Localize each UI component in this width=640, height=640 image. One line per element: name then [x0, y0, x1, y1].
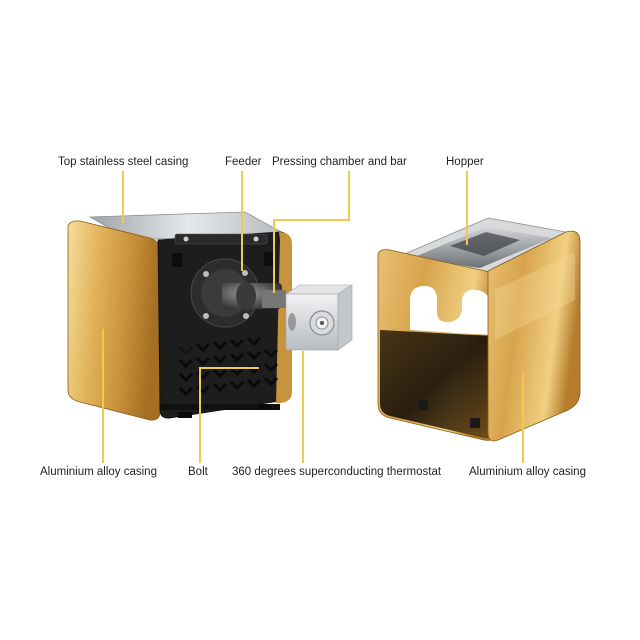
leader-bolt — [199, 367, 259, 463]
front-panel-gold-trim — [276, 232, 292, 403]
label-pressing-chamber-and-bar: Pressing chamber and bar — [272, 156, 407, 168]
leader-lines — [102, 171, 524, 463]
label-top-stainless-steel-casing: Top stainless steel casing — [58, 156, 189, 168]
left-unit — [67, 211, 354, 421]
aluminium-alloy-casing-right-side — [487, 230, 581, 442]
label-aluminium-alloy-casing-left: Aluminium alloy casing — [40, 466, 157, 478]
label-feeder: Feeder — [225, 156, 262, 168]
label-hopper: Hopper — [446, 156, 484, 168]
leader-pressing-chamber — [273, 171, 350, 293]
pressing-chamber-block — [284, 284, 354, 351]
ventilation-grille — [178, 336, 279, 397]
label-aluminium-alloy-casing-right: Aluminium alloy casing — [469, 466, 586, 478]
label-360-degrees-superconducting-thermostat: 360 degrees superconducting thermostat — [232, 466, 442, 478]
feed-opening — [410, 286, 490, 335]
right-unit — [377, 217, 581, 442]
label-bolt: Bolt — [188, 466, 208, 478]
aluminium-alloy-casing-left-face — [67, 220, 161, 421]
